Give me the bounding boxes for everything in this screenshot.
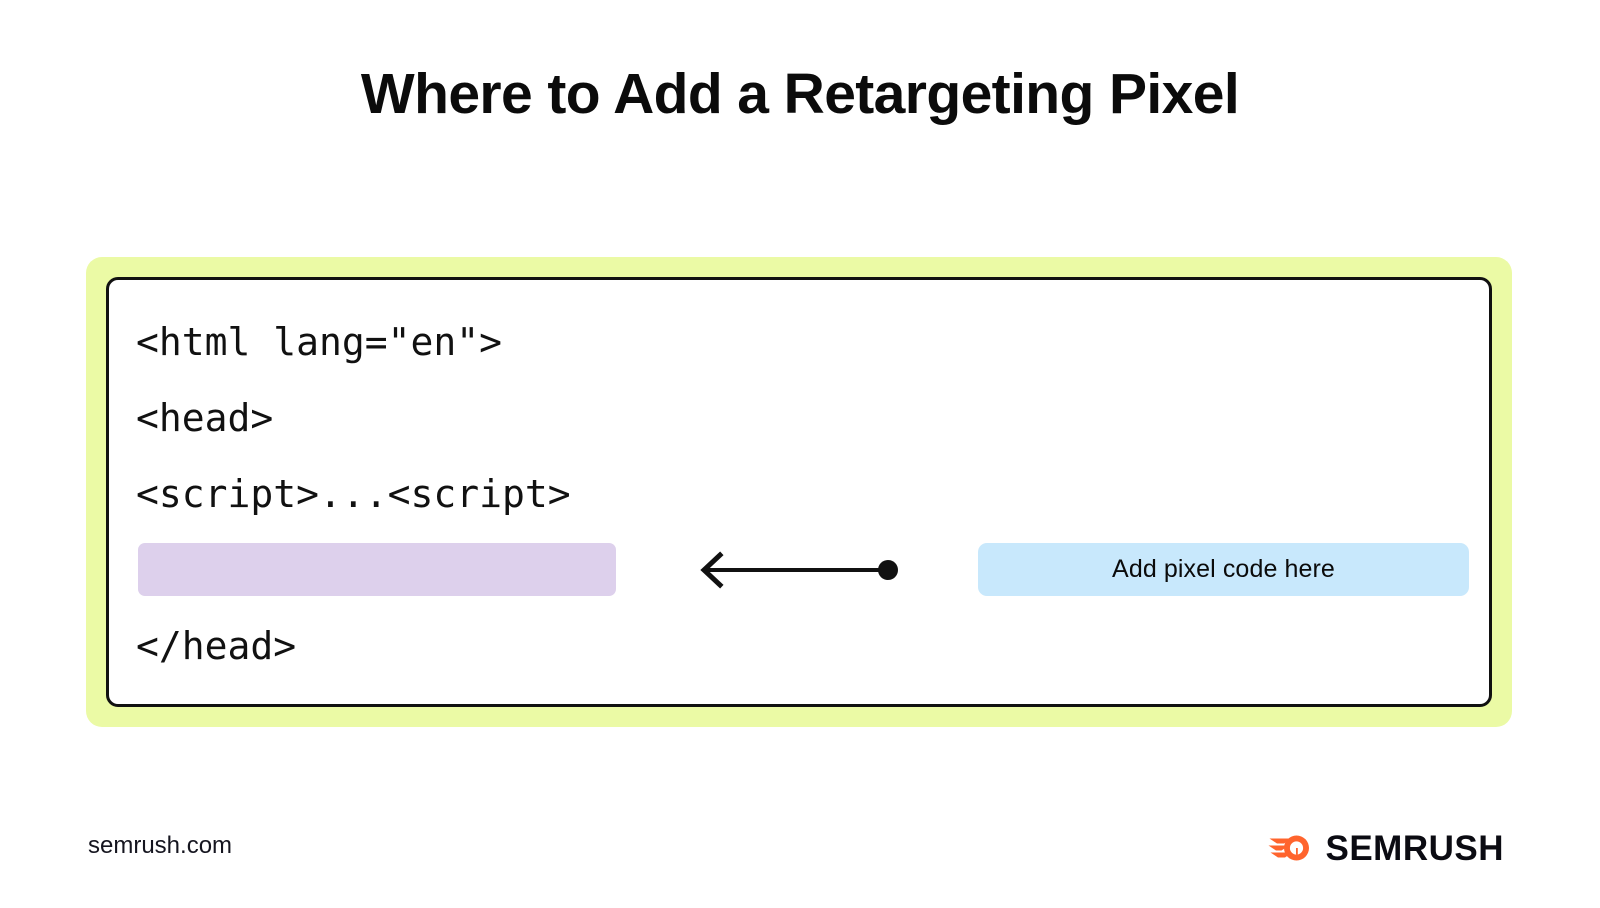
code-line-head-open: <head> xyxy=(136,396,274,440)
pointer-arrow xyxy=(692,540,912,600)
code-line-html-open: <html lang="en"> xyxy=(136,320,503,364)
callout-label: Add pixel code here xyxy=(1112,555,1335,583)
code-lines: <html lang="en"> <head> <script>...<scri… xyxy=(136,304,1476,684)
semrush-comet-icon xyxy=(1268,835,1310,861)
pixel-code-placeholder-slot xyxy=(138,543,616,596)
code-line-script: <script>...<script> xyxy=(136,472,571,516)
callout-add-pixel-code: Add pixel code here xyxy=(978,543,1469,596)
pixel-insert-row: Add pixel code here xyxy=(136,532,1476,608)
semrush-wordmark: SEMRUSH xyxy=(1325,828,1504,868)
page-title: Where to Add a Retargeting Pixel xyxy=(360,62,1240,126)
code-line-head-close: </head> xyxy=(136,624,297,668)
code-card: <html lang="en"> <head> <script>...<scri… xyxy=(106,277,1492,707)
footer-source-url: semrush.com xyxy=(88,832,233,859)
code-block-frame: <html lang="en"> <head> <script>...<scri… xyxy=(86,257,1512,727)
arrow-left-icon xyxy=(700,551,898,589)
semrush-logo: SEMRUSH xyxy=(1268,826,1504,870)
